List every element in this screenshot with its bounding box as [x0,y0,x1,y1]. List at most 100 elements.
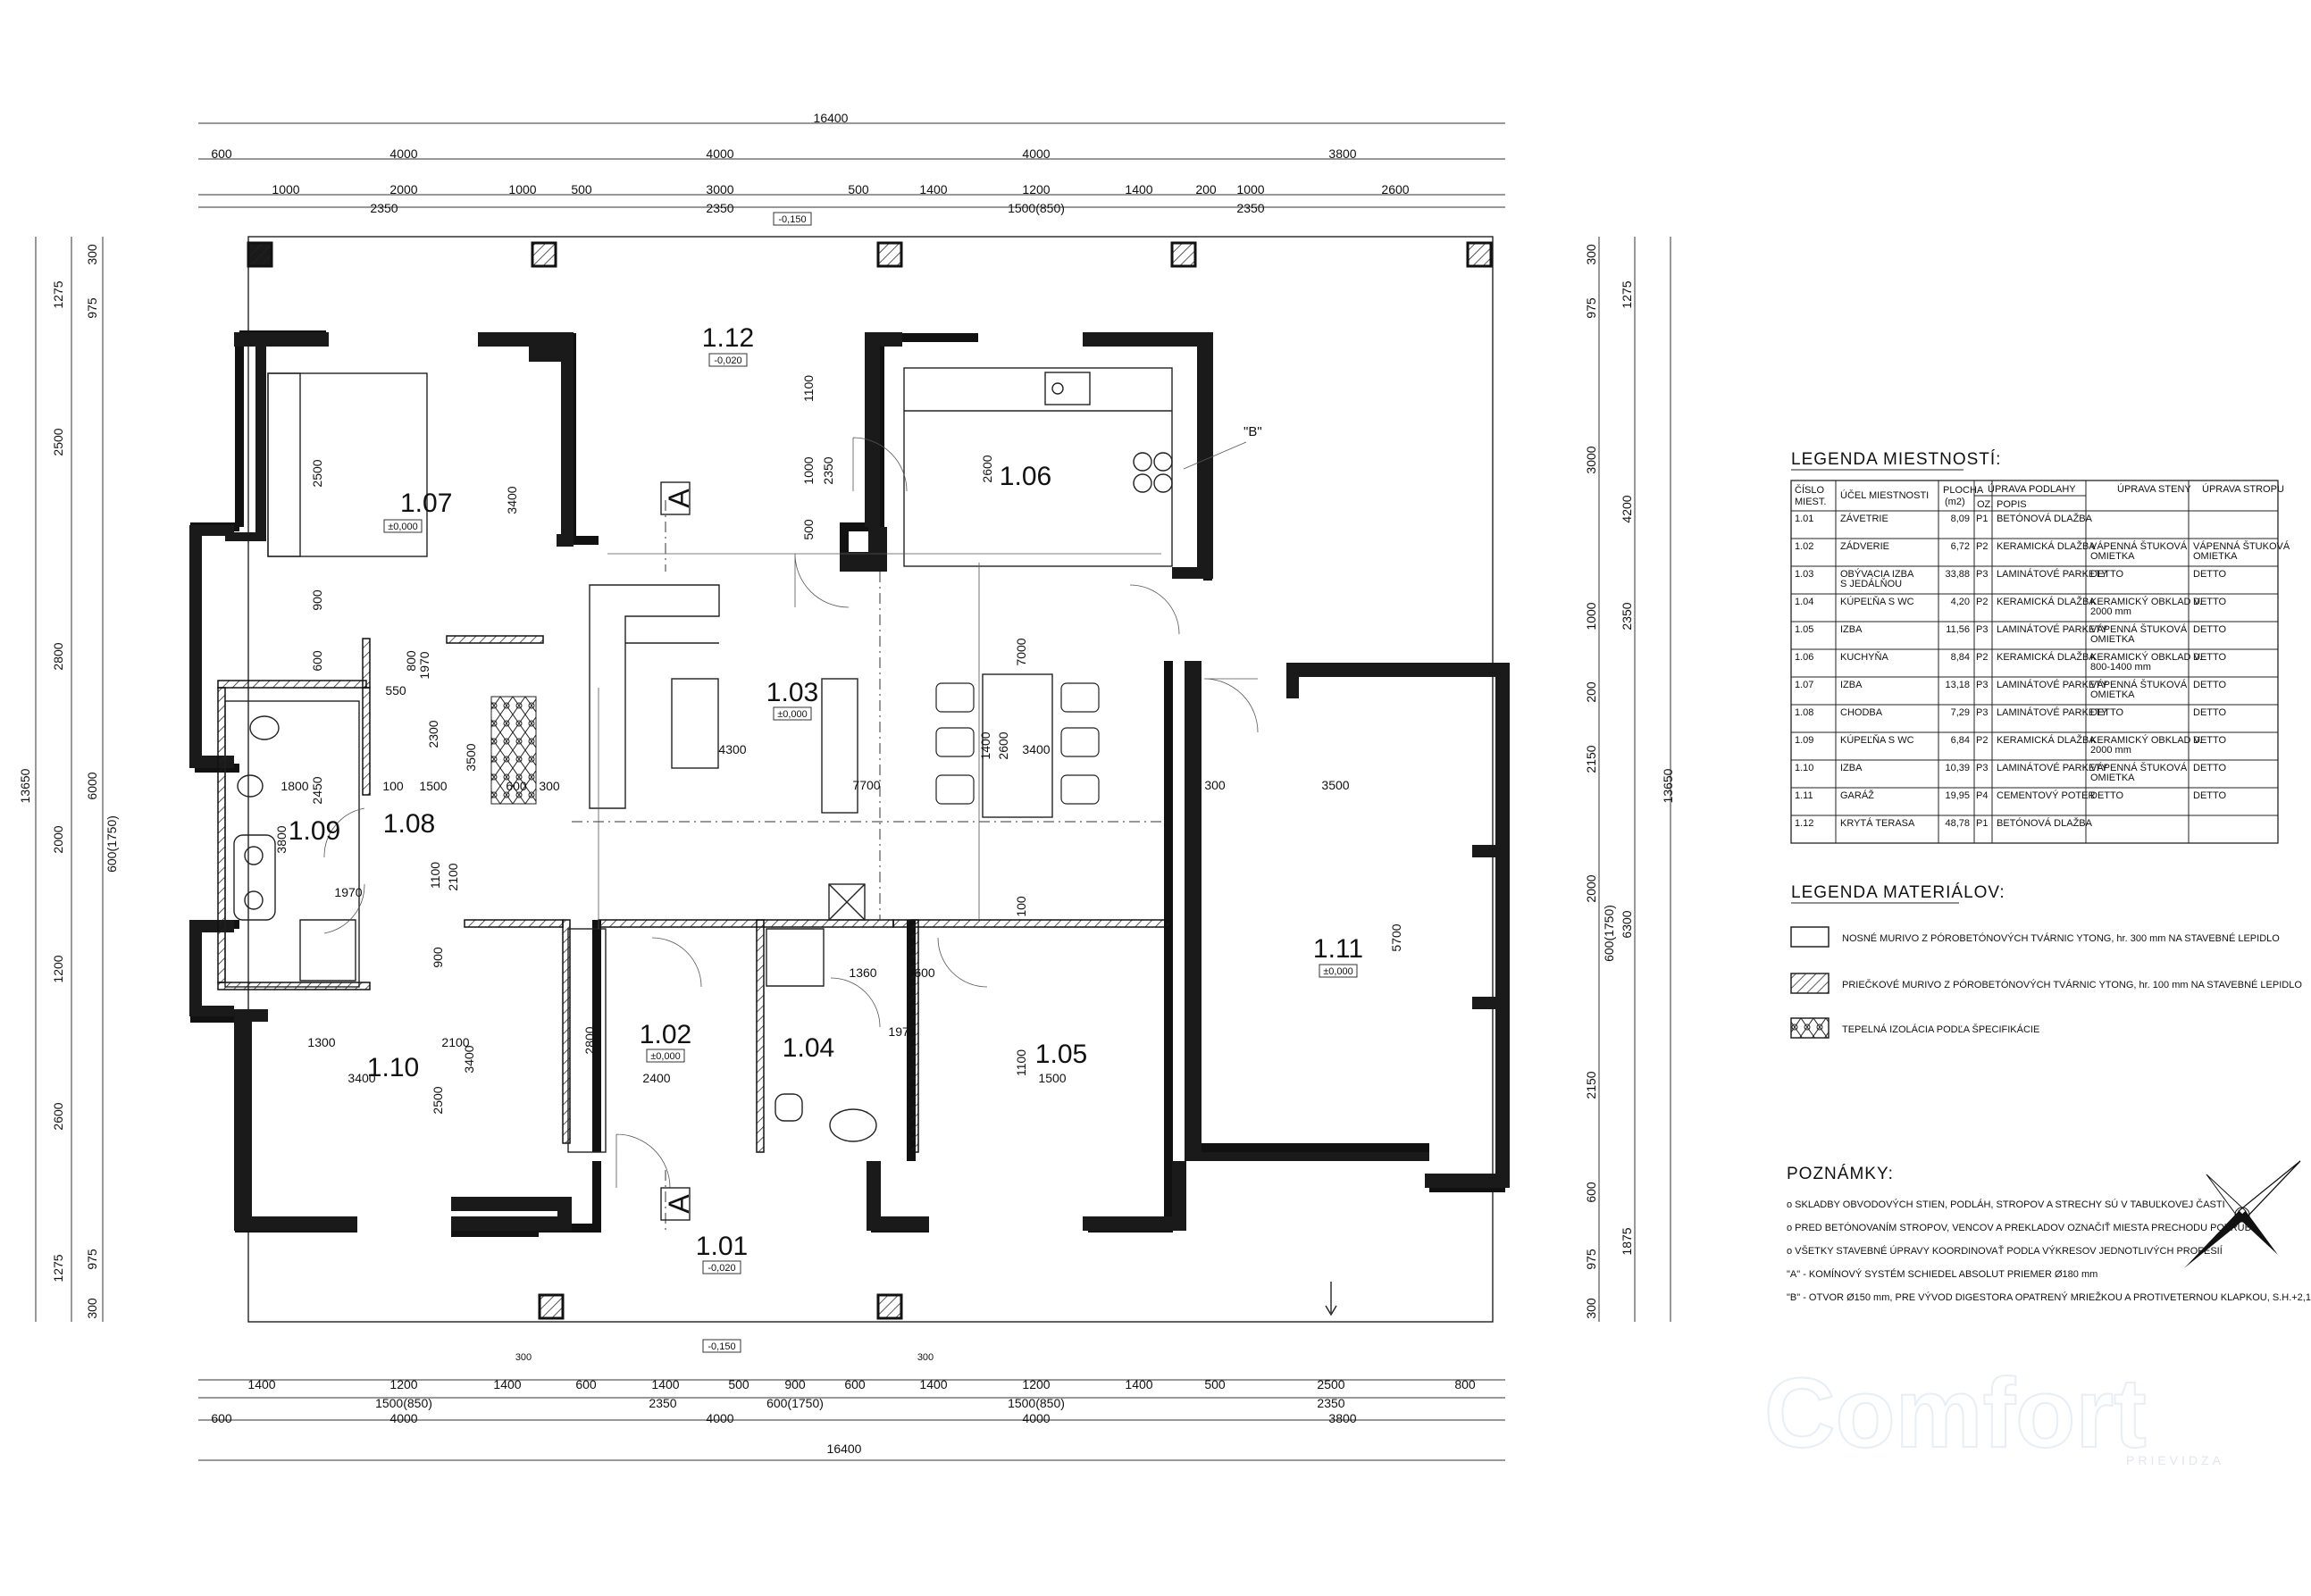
table-cell-wall: VÁPENNÁ ŠTUKOVÁ [2090,679,2188,690]
dim: 600 [506,779,527,793]
bottom-total-dim: 16400 [827,1441,862,1456]
terrace-outline [247,236,1494,1323]
dim: 2500 [310,459,324,487]
table-cell-wall: DETTO [2090,707,2124,718]
dim: 3800 [274,825,289,853]
dim: 3400 [505,486,519,514]
table-cell-num: 1.08 [1795,707,1813,718]
bot-dim-3-2: 2350 [649,1396,676,1410]
bot-dim-2-3: 1400 [493,1377,521,1391]
dim: 3400 [462,1045,476,1073]
table-cell-oz: P3 [1976,624,1988,635]
table-cell-oz: P3 [1976,763,1988,773]
table-cell-wall: OMIETKA [2090,689,2135,700]
column-6 [538,1293,565,1320]
bottom-dimensions: 300 300 -0,150 1400 1200 1400 600 1400 5… [198,1339,1505,1461]
table-cell-area: 8,84 [1951,652,1970,663]
dim: 1100 [1014,1049,1028,1076]
top-dim-1: 600 [211,146,232,161]
right-inner-7: 2000 [1584,874,1598,902]
left-inner-1: 300 [85,244,99,265]
right-inner-1: 300 [1584,244,1598,265]
bot-dim-3-1: 1500(850) [375,1396,432,1410]
legend-materials-title: LEGENDA MATERIÁLOV: [1791,883,2005,902]
bot-dim-1-5: 3800 [1328,1411,1356,1425]
column-1 [247,241,273,268]
left-dimensions: 13650 1275 2500 2800 2000 1200 2600 1275… [18,237,119,1322]
table-cell-num: 1.05 [1795,624,1813,635]
interior-dimensions: 2500 3400 900 600 1970 800 550 2300 3500… [274,375,1403,1115]
dim: 3400 [347,1071,375,1085]
material-swatch-plain [1790,926,1830,948]
table-cell-name: ZÁDVERIE [1840,540,1889,552]
dim: 2600 [980,455,994,482]
table-cell-floor: KERAMICKÁ DLAŽBA [1997,540,2096,552]
top-dim-2-9: 1400 [1125,182,1152,196]
dim: 500 [801,519,816,540]
room-1-02: 1.02 [640,1020,691,1049]
dim: 2450 [310,776,324,804]
note-4: "A" - KOMÍNOVÝ SYSTÉM SCHIEDEL ABSOLUT P… [1787,1268,2097,1280]
table-cell-ceiling: DETTO [2193,707,2227,718]
dim: 2300 [426,720,440,748]
table-cell-oz: P3 [1976,569,1988,580]
table-cell-floor: KERAMICKÁ DLAŽBA [1997,734,2096,746]
dim: 2600 [996,731,1010,759]
dim: 100 [382,779,404,793]
right-inner-10: 600 [1584,1182,1598,1203]
table-cell-floor: LAMINÁTOVÉ PARKETY [1997,762,2108,773]
column-2 [531,241,557,268]
material-text-3: TEPELNÁ IZOLÁCIA PODĽA ŠPECIFIKÁCIE [1842,1024,2039,1035]
room-1-11: 1.11 [1313,934,1363,964]
dim: 2800 [582,1026,597,1054]
right-inner-5: 200 [1584,681,1598,703]
th-oz: OZ. [1977,499,1993,510]
dim: 2350 [821,456,835,484]
left-inner-3: 6000 [85,772,99,799]
table-cell-wall: 800-1400 mm [2090,662,2151,673]
right-inner-6: 2150 [1584,745,1598,773]
room-1-01-level: -0,020 [708,1263,735,1274]
bot-dim-1-3: 4000 [706,1411,733,1425]
note-1: o SKLADBY OBVODOVÝCH STIEN, PODLÁH, STRO… [1787,1199,2225,1210]
table-cell-floor: CEMENTOVÝ POTER [1997,790,2095,801]
note-2: o PRED BETÓNOVANÍM STROPOV, VENCOV A PRE… [1787,1222,2255,1233]
right-outer-5: 1875 [1620,1227,1634,1255]
bot-dim-2-1: 1400 [247,1377,275,1391]
table-cell-name: KUCHYŇA [1840,651,1888,663]
dim: 1500 [1038,1071,1066,1085]
axes [572,500,1166,1233]
table-cell-wall: OMIETKA [2090,773,2135,783]
dim: 1970 [334,885,362,899]
room-1-01: 1.01 [696,1232,748,1261]
table-cell-floor: LAMINÁTOVÉ PARKETY [1997,679,2108,690]
room-1-02-level: ±0,000 [650,1051,681,1062]
table-cell-floor: BETÓNOVÁ DLAŽBA [1997,513,2093,524]
table-cell-ceiling: VÁPENNÁ ŠTUKOVÁ [2193,540,2290,552]
bot-dim-2-12: 500 [1204,1377,1226,1391]
left-outer-2: 2500 [51,428,65,455]
dim: 1970 [888,1024,916,1039]
dim: 600 [914,965,935,980]
dim: 2500 [431,1086,445,1114]
bot-dim-3-3: 600(1750) [766,1396,824,1410]
bot-dim-2-11: 1400 [1125,1377,1152,1391]
bot-dim-2-9: 1400 [919,1377,947,1391]
dim: 1100 [428,862,442,889]
table-cell-area: 13,18 [1945,680,1970,690]
table-cell-oz: P1 [1976,514,1988,524]
table-cell-area: 11,56 [1946,624,1970,635]
table-cell-oz: P1 [1976,818,1988,829]
table-cell-num: 1.10 [1795,763,1813,773]
th-num-2: MIEST. [1795,497,1826,507]
table-cell-name: IZBA [1840,763,1863,773]
right-outer-1: 1275 [1620,280,1634,308]
table-cell-num: 1.01 [1795,514,1813,524]
dim: 3400 [1022,742,1050,756]
dim: 300 [539,779,560,793]
section-mark-top: A [663,489,695,508]
top-dim-2-10: 200 [1195,182,1217,196]
table-cell-ceiling: DETTO [2193,763,2227,773]
dim: 1970 [417,651,431,679]
dim: 1800 [281,779,308,793]
